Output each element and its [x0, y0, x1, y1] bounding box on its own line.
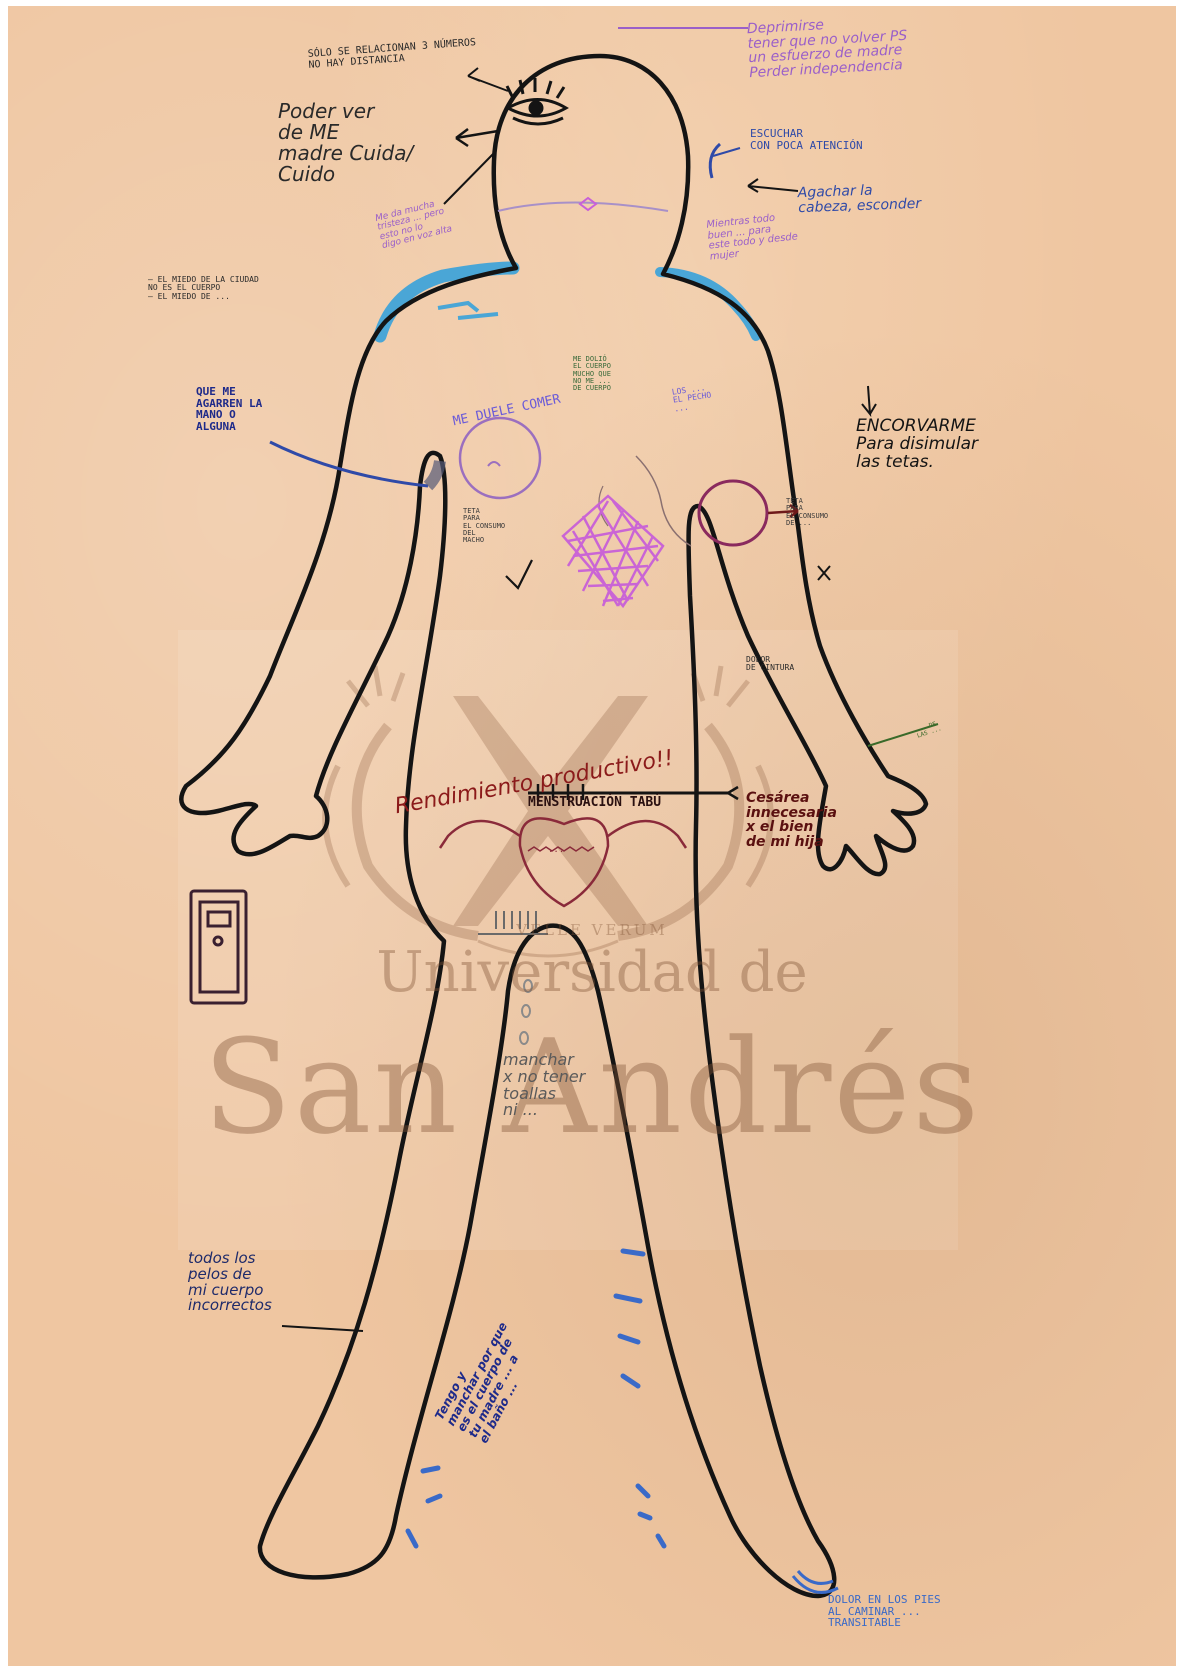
- drawing-layer: [8, 6, 1176, 1666]
- annotation-side-note: – El miedo de la ciudad no es el cuerpo …: [148, 276, 259, 301]
- annotation-waist: DOLOR DE CINTURA: [746, 656, 794, 673]
- annotation-depression: Deprimirse tener que no volver PS un esf…: [747, 14, 910, 81]
- annotation-right-breast: TETA PARA EL CONSUMO DE ...: [786, 498, 828, 527]
- chest-scribble: [563, 496, 663, 606]
- annotation-feet: DOLOR EN LOS PIES AL CAMINAR ... TRANSIT…: [828, 1594, 941, 1629]
- annotation-cesarean: Cesárea innecesaria x el bien de mi hija: [746, 791, 837, 850]
- watermark-line-1: Universidad de: [8, 940, 1176, 1005]
- annotation-chest-center: Me dolió el cuerpo mucho que no me ... d…: [573, 356, 611, 393]
- watermark-crest: [325, 666, 771, 956]
- annotation-hunch: ENCORVARME Para disimular las tetas.: [856, 418, 978, 472]
- annotation-hair: todos los pelos de mi cuerpo incorrectos: [188, 1251, 272, 1314]
- annotation-chest-purple: Los ... el pecho ...: [671, 383, 713, 413]
- annotation-arm-left: Que me agarren la mano o alguna: [196, 386, 262, 432]
- heart-circle: [460, 418, 540, 498]
- annotation-ear: Escuchar con poca atención: [750, 128, 863, 151]
- annotation-care: Poder ver de ME madre Cuida/ Cuido: [278, 101, 413, 185]
- watermark-motto: VELLE VERUM: [8, 921, 1176, 939]
- annotation-head-down: Agachar la cabeza, esconder: [798, 182, 922, 216]
- shoulder-stroke-left: [380, 268, 513, 336]
- crumpled-paper-sheet: Universidad de San Andrés VELLE VERUM Só…: [8, 6, 1176, 1666]
- annotation-left-breast: TETA PARA EL CONSUMO DEL MACHO: [463, 508, 505, 545]
- shoulder-stroke-right: [660, 272, 756, 336]
- annotation-uterus: ...: [548, 846, 564, 855]
- annotation-menstruation: MENSTRUACIÓN TABÚ: [528, 796, 661, 810]
- eye-drawing: [507, 78, 566, 124]
- annotation-stain: manchar x no tener toallas ni ...: [503, 1052, 585, 1119]
- watermark-line-2: San Andrés: [8, 1011, 1176, 1163]
